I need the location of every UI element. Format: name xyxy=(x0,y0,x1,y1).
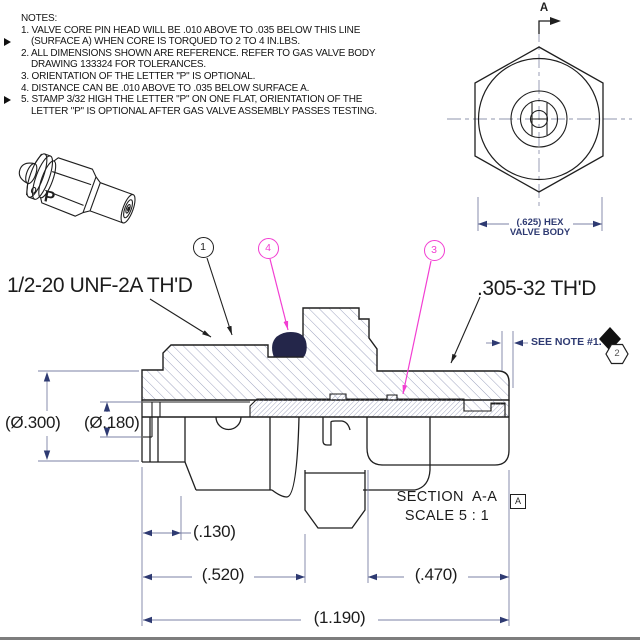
section-scale: SCALE 5 : 1 xyxy=(404,508,490,524)
extension-lines xyxy=(38,331,514,626)
iso-hex-block xyxy=(40,157,97,217)
hex-outline xyxy=(474,46,604,193)
valve-body-hex-flats xyxy=(304,470,366,529)
note-line: LETTER "P" IS OPTIONAL AFTER GAS VALVE A… xyxy=(31,105,377,117)
balloon-3-leader xyxy=(402,260,432,395)
note-line: 2. ALL DIMENSIONS SHOWN ARE REFERENCE. R… xyxy=(21,47,376,59)
dim-130: (.130) xyxy=(193,522,236,541)
note-line: 1. VALVE CORE PIN HEAD WILL BE .010 ABOV… xyxy=(21,24,361,36)
iso-front-cylinder xyxy=(100,182,134,196)
dim-dia-180: (Ø.180) xyxy=(84,413,140,432)
section-arrow-letter: A xyxy=(539,2,549,14)
spring-clip xyxy=(322,417,351,446)
hex-end-view xyxy=(447,17,632,231)
pin-bore-lines xyxy=(143,401,250,438)
note-line: 5. STAMP 3/32 HIGH THE LETTER "P" ON ONE… xyxy=(21,94,363,106)
hex-dim-label: (.625) HEX xyxy=(516,217,564,228)
dim-1190: (1.190) xyxy=(313,608,366,627)
thread-right-leader xyxy=(450,296,481,364)
note-flag-triangle-icon xyxy=(4,37,11,46)
balloon-3: 3 xyxy=(423,239,445,261)
o-ring-seal xyxy=(272,332,307,357)
section-arrow-icon xyxy=(550,17,561,25)
hex-balloon-2 xyxy=(605,343,629,365)
note-flag-2 xyxy=(599,327,629,365)
leader-lines xyxy=(149,257,481,395)
dim-dia-300: (Ø.300) xyxy=(5,413,61,432)
section-cut-line xyxy=(538,20,551,34)
see-note-callout: SEE NOTE #1. xyxy=(531,336,602,348)
image-bottom-edge xyxy=(0,637,640,640)
note-line: DRAWING 133324 FOR TOLERANCES. xyxy=(31,59,206,71)
cylinder-end-curve xyxy=(271,416,300,498)
iso-nose-tip xyxy=(18,162,35,184)
balloon-1: 1 xyxy=(192,236,214,258)
datum-flag-a: A xyxy=(510,494,526,509)
section-title: SECTION A-A xyxy=(396,489,498,505)
exterior-lower-half xyxy=(141,400,510,529)
balloon-4-leader xyxy=(269,258,289,331)
wrench-flat-arc xyxy=(215,416,242,431)
dim-520: (.520) xyxy=(201,565,245,584)
note-flag-triangle-icon xyxy=(4,95,11,104)
valve-core-section xyxy=(249,393,506,418)
thread-callout-left: 1/2-20 UNF-2A TH'D xyxy=(7,274,193,297)
thread-callout-right: .305-32 TH'D xyxy=(477,277,597,300)
note-line: 4. DISTANCE CAN BE .010 ABOVE TO .035 BE… xyxy=(21,82,310,94)
isometric-view xyxy=(18,153,136,224)
valve-body-section xyxy=(141,307,510,401)
note-line: 3. ORIENTATION OF THE LETTER "P" IS OPTI… xyxy=(21,71,256,82)
hex-dim-label-2: VALVE BODY xyxy=(509,227,571,238)
right-cylinder-outline xyxy=(366,400,510,466)
dimension-arrowheads xyxy=(43,339,523,624)
note-line: (SURFACE A) WHEN CORE IS TORQUED TO 2 TO… xyxy=(31,36,300,48)
balloon-1-leader xyxy=(206,257,233,336)
balloon-2: 2 xyxy=(614,348,620,359)
section-view xyxy=(141,307,510,529)
dim-470: (.470) xyxy=(414,565,458,584)
notes-title: NOTES: xyxy=(21,13,58,24)
thread-left-leader xyxy=(149,298,212,338)
iso-flange-hole xyxy=(30,186,37,194)
balloon-4: 4 xyxy=(257,237,279,259)
